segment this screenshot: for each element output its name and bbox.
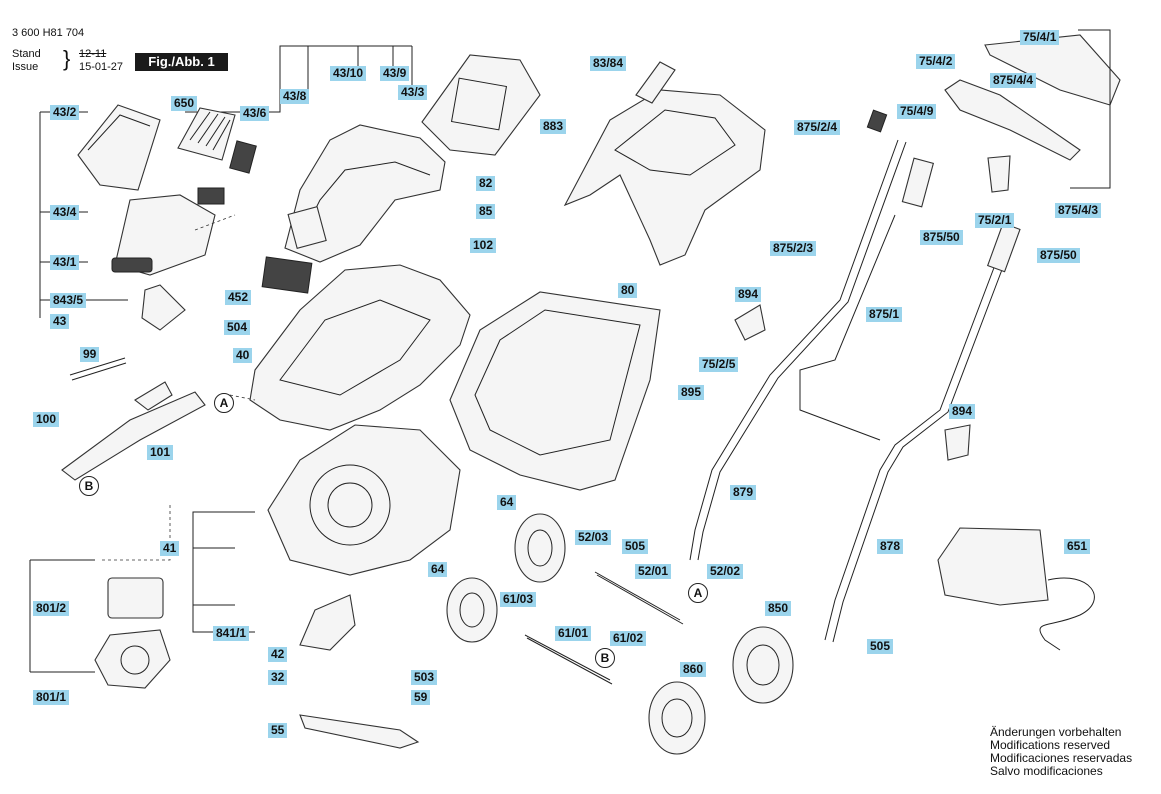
part-label: 883 bbox=[540, 119, 567, 134]
part-label: 505 bbox=[622, 539, 649, 554]
part-label: 43/1 bbox=[50, 255, 80, 270]
part-label: 55 bbox=[268, 723, 288, 738]
part-label: 52/03 bbox=[575, 530, 612, 545]
part-label: 75/2/5 bbox=[699, 357, 739, 372]
part-label: 101 bbox=[147, 445, 174, 460]
doc-number: 3 600 H81 704 bbox=[12, 27, 85, 39]
part-label: 875/50 bbox=[920, 230, 963, 245]
part-label: 801/1 bbox=[33, 690, 70, 705]
part-label: 85 bbox=[476, 204, 496, 219]
part-label: 100 bbox=[33, 412, 60, 427]
part-label: 102 bbox=[470, 238, 497, 253]
part-label: 52/01 bbox=[635, 564, 672, 579]
part-label: 651 bbox=[1064, 539, 1091, 554]
part-label: 452 bbox=[225, 290, 252, 305]
part-label: 75/4/2 bbox=[916, 54, 956, 69]
part-label: 83/84 bbox=[590, 56, 627, 71]
marker-a: A bbox=[214, 393, 234, 413]
footer-note: Salvo modificaciones bbox=[990, 764, 1103, 778]
part-label: 875/4/3 bbox=[1055, 203, 1102, 218]
part-label: 59 bbox=[411, 690, 431, 705]
issue-value: 15-01-27 bbox=[79, 61, 124, 73]
part-label: 99 bbox=[80, 347, 100, 362]
part-label: 43/6 bbox=[240, 106, 270, 121]
part-label: 875/2/3 bbox=[770, 241, 817, 256]
part-label: 52/02 bbox=[707, 564, 744, 579]
footer-note: Modificaciones reservadas bbox=[990, 751, 1133, 765]
marker-a: A bbox=[688, 583, 708, 603]
part-label: 40 bbox=[233, 348, 253, 363]
footer-note: Modifications reserved bbox=[990, 738, 1111, 752]
part-label: 64 bbox=[428, 562, 448, 577]
part-label: 503 bbox=[411, 670, 438, 685]
stand-value: 12-11 bbox=[79, 48, 107, 60]
part-label: 841/1 bbox=[213, 626, 250, 641]
part-label: 894 bbox=[949, 404, 976, 419]
part-label: 75/4/1 bbox=[1020, 30, 1060, 45]
part-label: 61/02 bbox=[610, 631, 647, 646]
part-label: 878 bbox=[877, 539, 904, 554]
part-label: 64 bbox=[497, 495, 517, 510]
part-label: 504 bbox=[224, 320, 251, 335]
part-label: 875/2/4 bbox=[794, 120, 841, 135]
brace: } bbox=[63, 46, 71, 71]
part-label: 843/5 bbox=[50, 293, 87, 308]
part-label: 32 bbox=[268, 670, 288, 685]
part-label: 41 bbox=[160, 541, 180, 556]
part-label: 650 bbox=[171, 96, 198, 111]
issue-label: Issue bbox=[12, 61, 39, 73]
part-label: 875/1 bbox=[866, 307, 903, 322]
part-label: 43/4 bbox=[50, 205, 80, 220]
part-label: 82 bbox=[476, 176, 496, 191]
stand-label: Stand bbox=[12, 48, 41, 60]
part-label: 879 bbox=[730, 485, 757, 500]
figure-title: Fig./Abb. 1 bbox=[135, 53, 228, 71]
footer-note: Änderungen vorbehalten bbox=[990, 725, 1122, 739]
part-label: 894 bbox=[735, 287, 762, 302]
part-label: 505 bbox=[867, 639, 894, 654]
part-label: 80 bbox=[618, 283, 638, 298]
marker-b: B bbox=[79, 476, 99, 496]
part-label: 43/3 bbox=[398, 85, 428, 100]
part-label: 43/10 bbox=[330, 66, 367, 81]
marker-b: B bbox=[595, 648, 615, 668]
part-label: 895 bbox=[678, 385, 705, 400]
part-label: 42 bbox=[268, 647, 288, 662]
part-label: 61/03 bbox=[500, 592, 537, 607]
part-label: 43/2 bbox=[50, 105, 80, 120]
part-label: 43/8 bbox=[280, 89, 310, 104]
part-label: 43 bbox=[50, 314, 70, 329]
part-label: 875/4/4 bbox=[990, 73, 1037, 88]
part-label: 75/2/1 bbox=[975, 213, 1015, 228]
part-label: 75/4/9 bbox=[897, 104, 937, 119]
part-label: 860 bbox=[680, 662, 707, 677]
part-label: 61/01 bbox=[555, 626, 592, 641]
part-label: 875/50 bbox=[1037, 248, 1080, 263]
part-label: 801/2 bbox=[33, 601, 70, 616]
part-label: 43/9 bbox=[380, 66, 410, 81]
part-label: 850 bbox=[765, 601, 792, 616]
